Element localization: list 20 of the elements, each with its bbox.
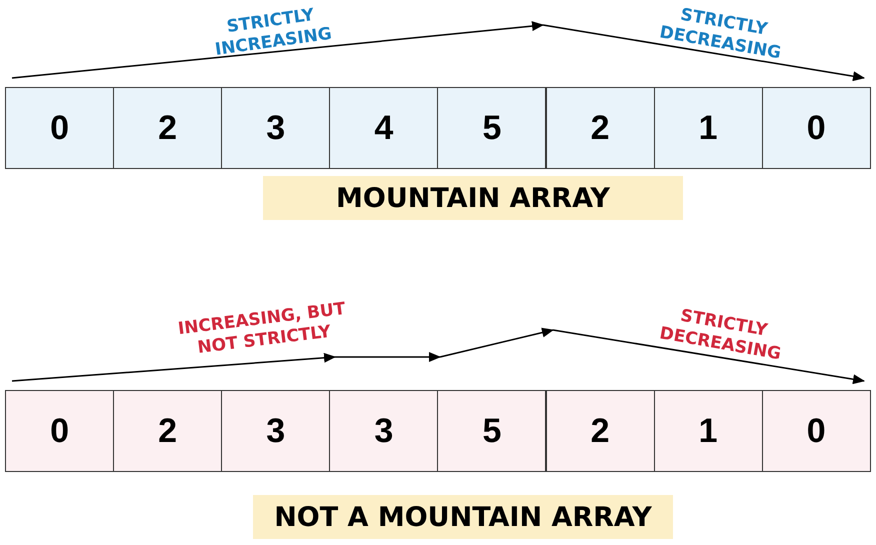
array-cell: 1 — [654, 87, 763, 169]
array-cell: 2 — [113, 87, 222, 169]
array-cell: 0 — [5, 87, 114, 169]
array-cell: 3 — [329, 390, 438, 472]
array-cell: 0 — [5, 390, 114, 472]
title-banner: MOUNTAIN ARRAY — [263, 176, 683, 220]
array-cell: 1 — [654, 390, 763, 472]
array-cell: 3 — [221, 87, 330, 169]
array-cell: 2 — [113, 390, 222, 472]
annotation-text: INCREASING, BUT NOT STRICTLY — [176, 298, 348, 360]
array-cell: 5 — [437, 87, 546, 169]
array-cell: 3 — [221, 390, 330, 472]
array-cell: 2 — [546, 390, 655, 472]
array-cell: 5 — [437, 390, 546, 472]
array-cell: 2 — [546, 87, 655, 169]
title-banner: NOT A MOUNTAIN ARRAY — [253, 495, 673, 539]
array-cell: 0 — [762, 390, 871, 472]
array-cell: 0 — [762, 87, 871, 169]
array-cell: 4 — [329, 87, 438, 169]
annotation-text: STRICTLY INCREASING — [212, 4, 334, 62]
